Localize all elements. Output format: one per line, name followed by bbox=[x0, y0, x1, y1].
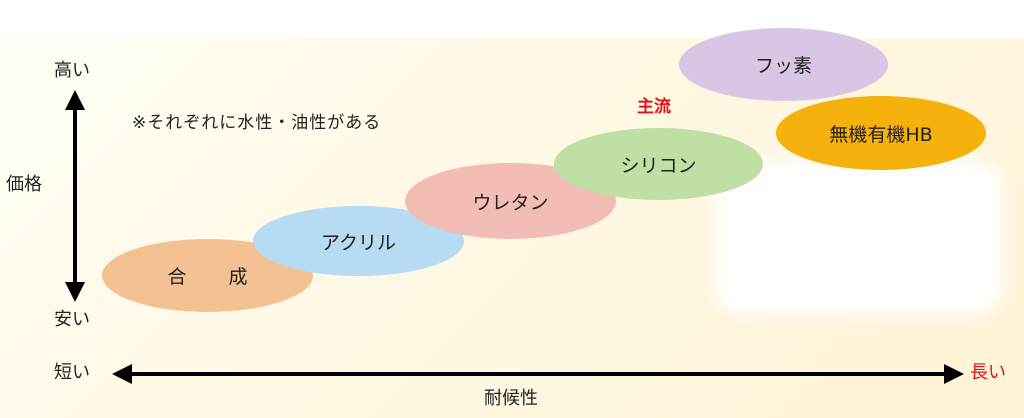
x-axis-long-label: 長い bbox=[970, 362, 1006, 383]
paint-silicon-ellipse: シリコン bbox=[554, 128, 763, 200]
paint-fusso-ellipse: フッ素 bbox=[679, 28, 888, 101]
y-axis-high-label: 高い bbox=[54, 60, 90, 81]
x-axis-short-label: 短い bbox=[54, 362, 90, 383]
mainstream-label: 主流 bbox=[637, 97, 671, 117]
water-oil-note: ※それぞれに水性・油性がある bbox=[132, 113, 382, 133]
x-axis-title: 耐候性 bbox=[484, 388, 538, 409]
y-axis-title: 価格 bbox=[6, 174, 42, 195]
blank-area bbox=[728, 172, 990, 302]
paint-inorganic-hb-ellipse: 無機有機HB bbox=[776, 96, 986, 170]
y-axis-low-label: 安い bbox=[54, 309, 90, 330]
